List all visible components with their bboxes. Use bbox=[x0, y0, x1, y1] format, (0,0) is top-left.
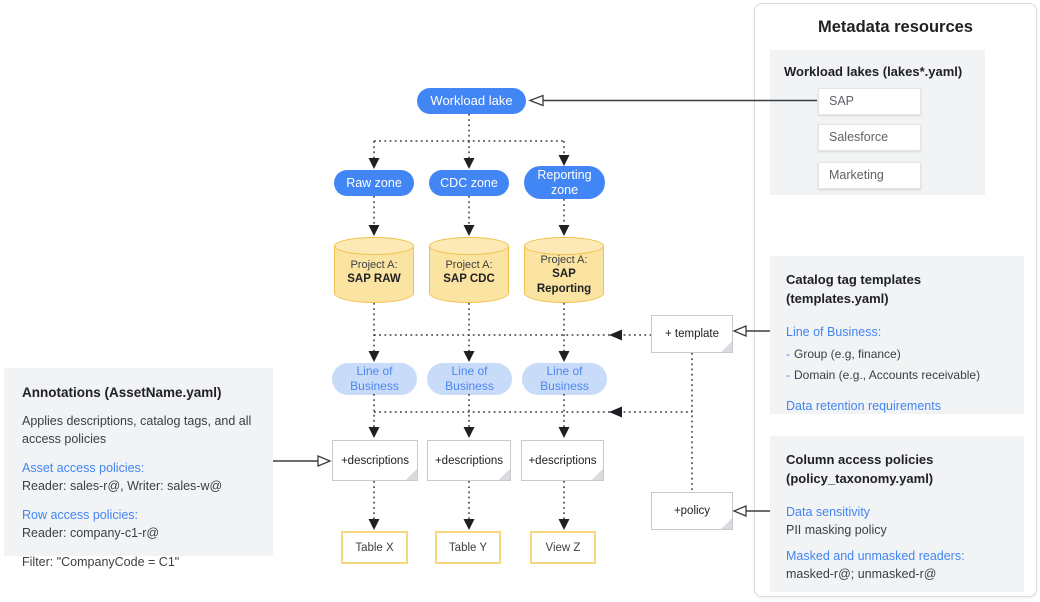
reporting-zone-node: Reporting zone bbox=[524, 166, 605, 199]
lob-bullet-group: -Group (e.g, finance) bbox=[786, 346, 1008, 363]
raw-zone-label: Raw zone bbox=[346, 175, 402, 190]
folded-corner bbox=[406, 469, 417, 480]
catalog-templates-heading-line1: Catalog tag templates bbox=[786, 272, 922, 287]
folded-corner bbox=[592, 469, 603, 480]
filter-line: Filter: "CompanyCode = C1" bbox=[22, 555, 180, 570]
project-name: SAP RAW bbox=[347, 273, 401, 286]
bullet-marker: - bbox=[786, 368, 790, 383]
descriptions-label: +descriptions bbox=[340, 454, 410, 467]
bullet-marker: - bbox=[786, 346, 790, 361]
descriptions-note-2: +descriptions bbox=[427, 440, 511, 481]
annotations-intro: Applies descriptions, catalog tags, and … bbox=[22, 413, 252, 446]
project-prefix: Project A: bbox=[540, 254, 588, 266]
line-of-business-pill-2: Line of Business bbox=[427, 363, 512, 395]
descriptions-note-1: +descriptions bbox=[332, 440, 418, 481]
column-policies-heading-line2: (policy_taxonomy.yaml) bbox=[786, 470, 934, 486]
workload-lakes-heading: Workload lakes (lakes*.yaml) bbox=[784, 64, 963, 79]
line-of-business-pill-1: Line of Business bbox=[332, 363, 417, 395]
template-label: + template bbox=[664, 328, 720, 340]
policy-note: +policy bbox=[651, 492, 733, 530]
lob-tag-label: Line of Business: bbox=[786, 324, 882, 339]
lake-item-salesforce: Salesforce bbox=[818, 124, 921, 151]
asset-access-policies-body: Reader: sales-r@, Writer: sales-w@ bbox=[22, 478, 223, 493]
view-z-node: View Z bbox=[530, 531, 596, 564]
bullet-text: Domain (e.g., Accounts receivable) bbox=[794, 368, 981, 383]
project-prefix: Project A: bbox=[445, 259, 493, 271]
descriptions-note-3: +descriptions bbox=[521, 440, 604, 481]
masked-readers-label: Masked and unmasked readers: bbox=[786, 548, 965, 563]
lob-label: Line of Business bbox=[540, 364, 589, 393]
lob-bullet-domain: -Domain (e.g., Accounts receivable) bbox=[786, 367, 1008, 384]
folded-corner bbox=[499, 469, 510, 480]
data-sensitivity-body: PII masking policy bbox=[786, 522, 887, 537]
column-access-policies-section: Column access policies (policy_taxonomy.… bbox=[770, 436, 1024, 592]
descriptions-label: +descriptions bbox=[434, 454, 504, 467]
annotations-panel: Annotations (AssetName.yaml) Applies des… bbox=[4, 368, 273, 569]
masked-readers-body: masked-r@; unmasked-r@ bbox=[786, 567, 937, 582]
cylinder-top bbox=[524, 237, 604, 255]
catalog-templates-heading-line2: (templates.yaml) bbox=[786, 290, 889, 306]
table-x-node: Table X bbox=[341, 531, 408, 564]
project-name: SAP CDC bbox=[443, 273, 495, 286]
workload-lake-node: Workload lake bbox=[417, 88, 526, 114]
lob-label: Line of Business bbox=[350, 364, 399, 393]
data-sensitivity-label: Data sensitivity bbox=[786, 504, 871, 519]
cdc-zone-node: CDC zone bbox=[429, 170, 509, 196]
workload-lakes-section: Workload lakes (lakes*.yaml) SAP Salesfo… bbox=[770, 50, 985, 195]
cdc-zone-label: CDC zone bbox=[440, 175, 498, 190]
sap-reporting-cylinder: Project A: SAP Reporting bbox=[524, 237, 604, 303]
table-y-node: Table Y bbox=[435, 531, 501, 564]
sap-cdc-cylinder: Project A: SAP CDC bbox=[429, 237, 509, 303]
reporting-zone-label: Reporting zone bbox=[537, 167, 592, 197]
metadata-resources-title: Metadata resources bbox=[818, 18, 973, 36]
column-policies-heading-line1: Column access policies bbox=[786, 452, 934, 467]
sap-raw-cylinder: Project A: SAP RAW bbox=[334, 237, 414, 303]
lake-item-label: Marketing bbox=[829, 168, 884, 183]
bullet-text: Group (e.g, finance) bbox=[794, 346, 901, 361]
workload-lake-label: Workload lake bbox=[430, 93, 513, 109]
row-access-policies-body: Reader: company-c1-r@ bbox=[22, 526, 160, 541]
cylinder-body bbox=[429, 246, 509, 303]
view-z-label: View Z bbox=[545, 541, 581, 554]
lake-item-label: Salesforce bbox=[829, 130, 889, 145]
project-prefix: Project A: bbox=[350, 259, 398, 271]
folded-corner bbox=[721, 518, 732, 529]
row-access-policies-heading: Row access policies: bbox=[22, 508, 139, 523]
metadata-resources-panel: Metadata resources Workload lakes (lakes… bbox=[754, 3, 1037, 597]
cylinder-top bbox=[429, 237, 509, 255]
catalog-tag-templates-section: Catalog tag templates (templates.yaml) L… bbox=[770, 256, 1024, 414]
asset-access-policies-heading: Asset access policies: bbox=[22, 460, 145, 475]
table-x-label: Table X bbox=[355, 541, 394, 554]
lake-item-label: SAP bbox=[829, 94, 855, 109]
cylinder-top bbox=[334, 237, 414, 255]
lake-item-sap: SAP bbox=[818, 88, 921, 115]
template-note: + template bbox=[651, 315, 733, 353]
folded-corner bbox=[721, 341, 732, 352]
data-retention-label: Data retention requirements bbox=[786, 398, 941, 413]
policy-label: +policy bbox=[673, 505, 711, 517]
lob-label: Line of Business bbox=[445, 364, 494, 393]
cylinder-body bbox=[334, 246, 414, 303]
project-name: SAP Reporting bbox=[536, 268, 592, 296]
annotations-title: Annotations (AssetName.yaml) bbox=[22, 385, 222, 400]
lake-item-marketing: Marketing bbox=[818, 162, 921, 189]
lob-bullet-list: -Group (e.g, finance) -Domain (e.g., Acc… bbox=[786, 346, 1008, 385]
descriptions-label: +descriptions bbox=[528, 454, 597, 467]
raw-zone-node: Raw zone bbox=[334, 170, 414, 196]
cylinder-body bbox=[524, 246, 604, 303]
line-of-business-pill-3: Line of Business bbox=[522, 363, 607, 395]
table-y-label: Table Y bbox=[448, 541, 488, 554]
